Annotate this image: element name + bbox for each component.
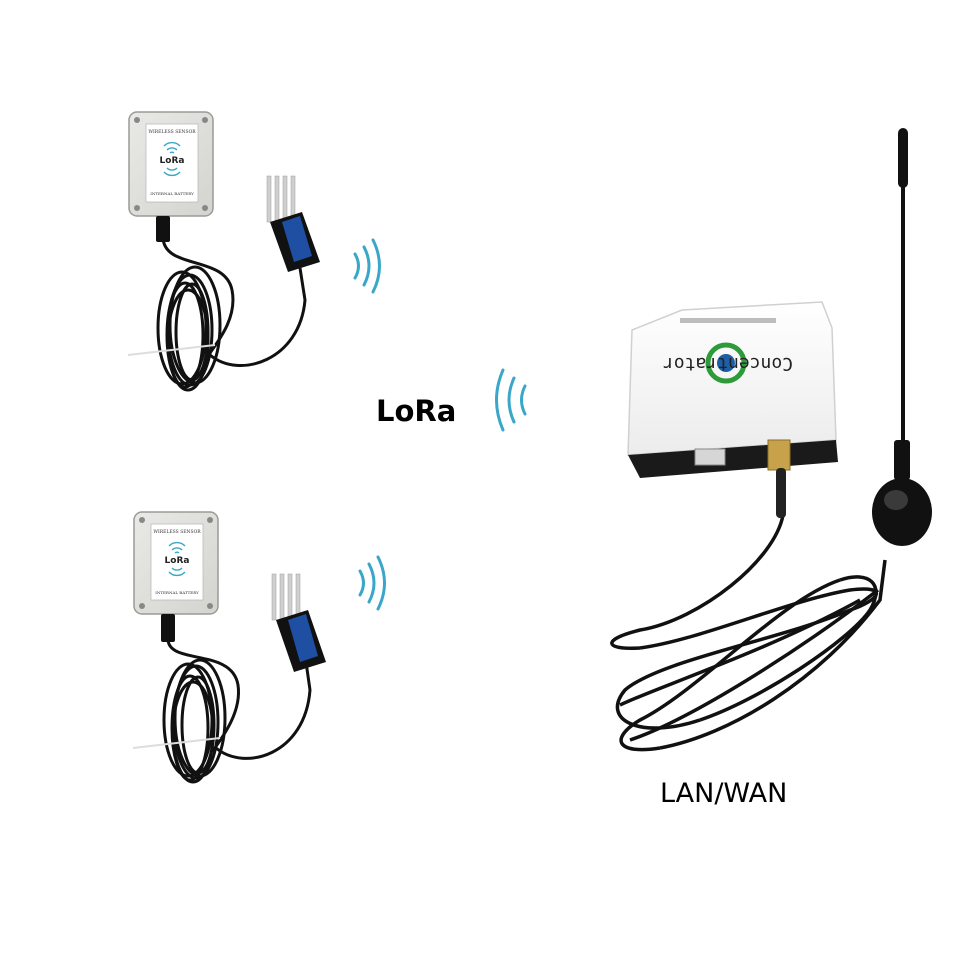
panel-heading: WIRELESS SENSOR <box>148 129 196 135</box>
antenna-collar <box>894 440 910 480</box>
sensor-cable-coil <box>156 237 307 392</box>
panel-footer: INTERNAL BATTERY <box>150 191 194 196</box>
sensor-node-1: WIRELESS SENSOR LoRa INTERNAL BATTERY <box>127 111 320 392</box>
antenna-tip <box>898 128 908 188</box>
antenna-magnet-base <box>872 478 932 546</box>
soil-probe <box>266 175 320 272</box>
sensor-node-2: WIRELESS SENSOR LoRa INTERNAL BATTERY <box>132 511 326 784</box>
screw <box>139 603 145 609</box>
lora-protocol-label: LoRa <box>376 394 457 428</box>
screw <box>207 517 213 523</box>
wifi-icon <box>163 141 181 177</box>
panel-footer: INTERNAL BATTERY <box>155 590 199 595</box>
sensor-connector <box>156 216 170 242</box>
ethernet-port <box>694 448 726 466</box>
panel-brand: LoRa <box>165 556 190 566</box>
screw <box>202 117 208 123</box>
concentrator-logo-text: Concentrator <box>663 353 793 374</box>
screw <box>202 205 208 211</box>
vent-slot <box>680 318 776 323</box>
antenna-pigtail <box>776 468 786 518</box>
cable-tie <box>127 344 216 356</box>
screw <box>139 517 145 523</box>
concentrator-gateway: Concentrator <box>610 128 932 752</box>
sensor-cable-coil <box>162 639 312 784</box>
wireless-signal-icon <box>495 368 527 432</box>
screw <box>207 603 213 609</box>
wifi-icon <box>168 541 186 577</box>
wireless-signal-icon <box>358 555 386 611</box>
sensor-label-panel <box>150 523 204 601</box>
screw <box>134 117 140 123</box>
panel-brand: LoRa <box>160 156 185 166</box>
wireless-signal-icon <box>353 238 381 294</box>
cable-tie <box>132 737 221 749</box>
panel-heading: WIRELESS SENSOR <box>153 529 201 535</box>
soil-probe <box>271 573 326 672</box>
concentrator-logo-icon <box>705 342 747 384</box>
antenna-base-highlight <box>884 490 908 510</box>
sensor-connector <box>161 614 175 642</box>
sensor-label-panel <box>145 123 199 203</box>
antenna-connector <box>767 439 791 471</box>
screw <box>134 205 140 211</box>
antenna-cable <box>610 514 887 752</box>
lan-wan-label: LAN/WAN <box>660 778 788 809</box>
